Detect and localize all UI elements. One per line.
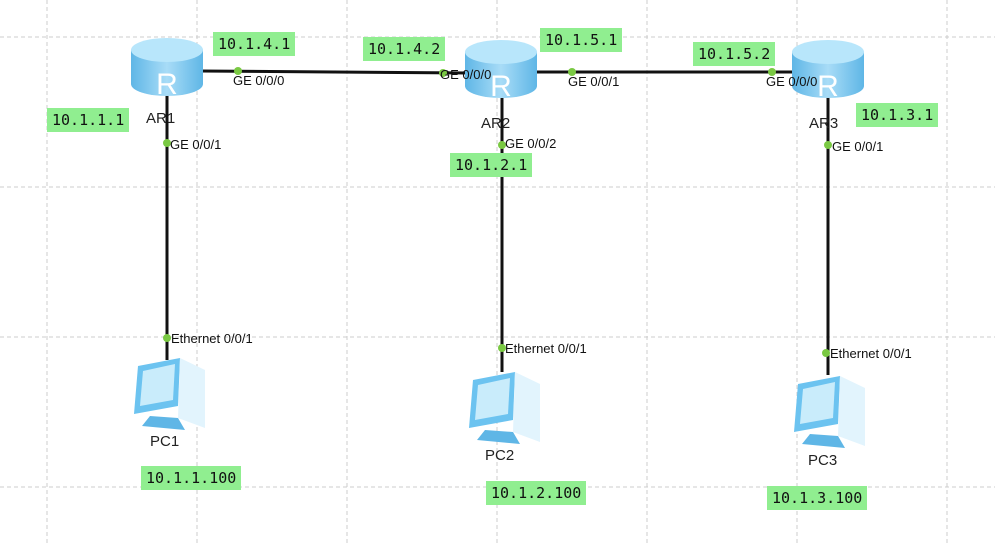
pc-icon-pc1	[134, 358, 205, 430]
port-ar3-ge001: GE 0/0/1	[832, 139, 884, 154]
router-label-ar3[interactable]: AR3	[809, 115, 839, 132]
port-dots	[163, 67, 832, 357]
ip-label-pc2: 10.1.2.100	[486, 481, 587, 505]
ip-label-ar2-ge002: 10.1.2.1	[450, 153, 533, 177]
port-pc2-eth: Ethernet 0/0/1	[505, 341, 587, 356]
pc-icon-pc2	[469, 372, 540, 444]
ip-label-ar2-ge001: 10.1.5.1	[540, 28, 623, 52]
port-pc1-eth: Ethernet 0/0/1	[171, 331, 253, 346]
router-icon-ar1	[131, 38, 203, 101]
port-pc3-eth: Ethernet 0/0/1	[830, 346, 912, 361]
pc-icon-pc3	[794, 376, 865, 448]
port-ar1-ge001: GE 0/0/1	[170, 137, 222, 152]
ip-label-ar1-ge001: 10.1.1.1	[47, 108, 130, 132]
router-icon-ar3	[792, 40, 864, 103]
port-ar2-ge001: GE 0/0/1	[568, 74, 620, 89]
pc-label-pc2[interactable]: PC2	[485, 447, 515, 464]
port-ar1-ge000: GE 0/0/0	[233, 73, 285, 88]
link-ar1-ar2	[199, 69, 471, 75]
router-label-ar1[interactable]: AR1	[146, 110, 176, 127]
ip-label-ar2-ge000: 10.1.4.2	[363, 37, 446, 61]
router-label-ar2[interactable]: AR2	[481, 115, 511, 132]
ip-label-pc1: 10.1.1.100	[141, 466, 242, 490]
ip-label-pc3: 10.1.3.100	[767, 486, 868, 510]
pc-label-pc3[interactable]: PC3	[808, 452, 838, 469]
port-ar3-ge000: GE 0/0/0	[766, 74, 818, 89]
ip-label-ar1-ge000: 10.1.4.1	[213, 32, 296, 56]
ip-label-ar3-ge001: 10.1.3.1	[856, 103, 939, 127]
ip-label-ar3-ge000: 10.1.5.2	[693, 42, 776, 66]
port-ar2-ge002: GE 0/0/2	[505, 136, 557, 151]
port-ar2-ge000: GE 0/0/0	[440, 67, 492, 82]
pc-label-pc1[interactable]: PC1	[150, 433, 180, 450]
